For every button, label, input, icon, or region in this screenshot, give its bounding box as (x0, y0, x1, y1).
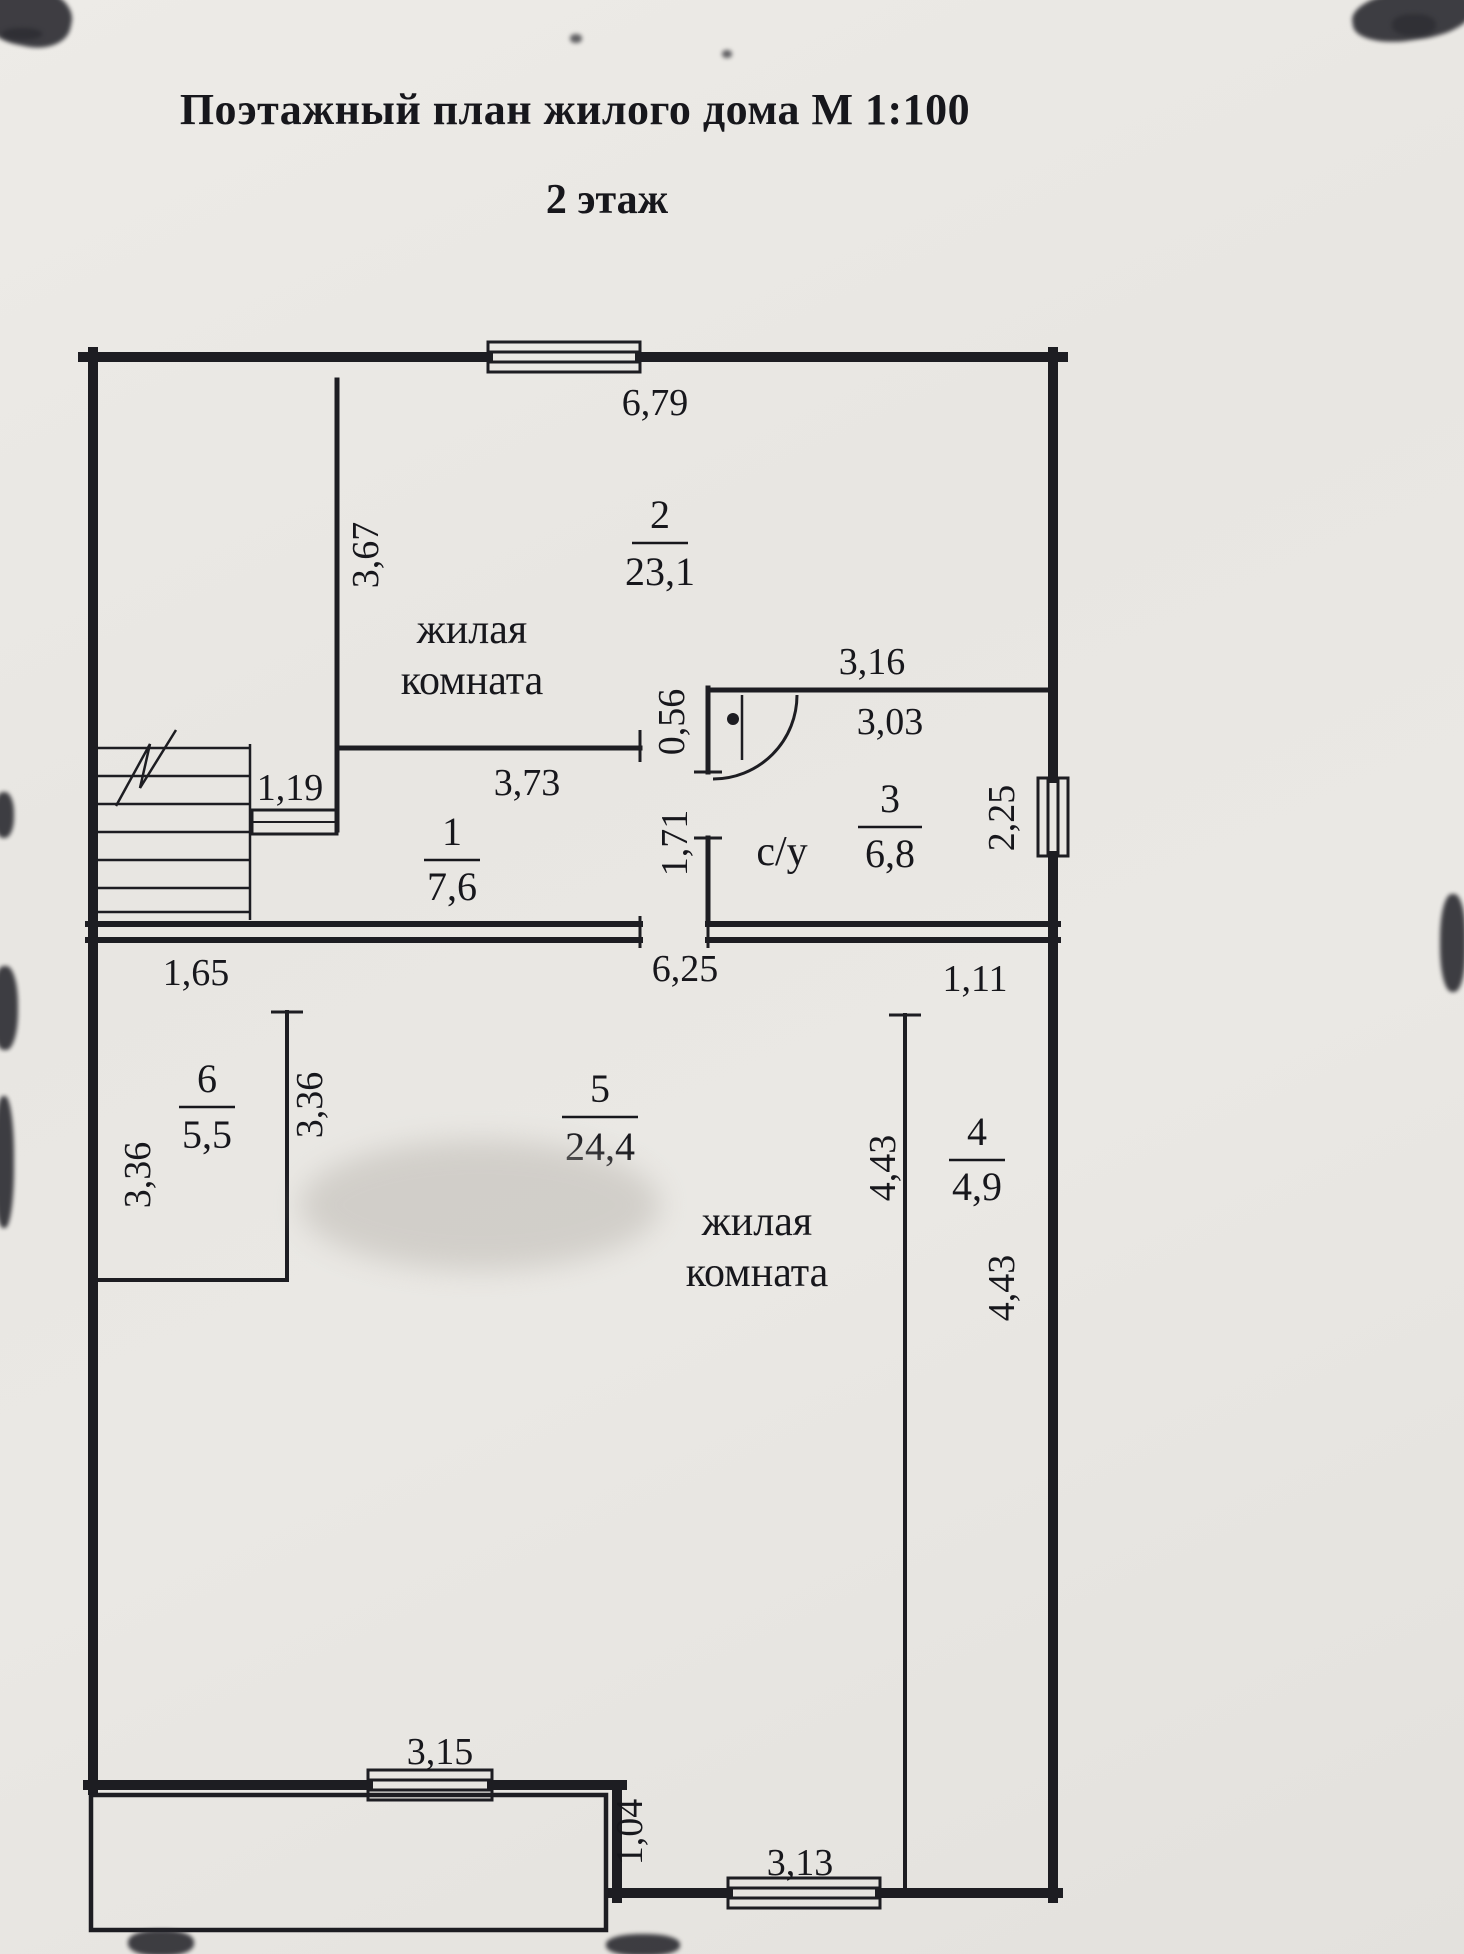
dim-room4-width: 1,11 (942, 958, 1007, 1000)
dim-room2-height: 3,67 (345, 522, 387, 589)
room6-area: 5,5 (182, 1112, 232, 1157)
room2-name-line1: жилая (416, 607, 527, 653)
room3-name: с/у (756, 829, 807, 875)
mid-bearing-wall (85, 921, 1061, 943)
room4-number: 4 (967, 1109, 987, 1154)
window-top (486, 340, 642, 374)
window-bottom-right (726, 1876, 882, 1910)
door-openings (271, 730, 921, 1017)
room5-area: 24,4 (565, 1124, 635, 1169)
scan-artifact (606, 1934, 680, 1954)
room6-number: 6 (197, 1056, 217, 1101)
room1-area: 7,6 (427, 864, 477, 909)
scan-smudge-faint (300, 1140, 660, 1270)
window-bottom-left (366, 1768, 494, 1802)
scan-artifact (1392, 14, 1436, 36)
room3-area: 6,8 (865, 831, 915, 876)
room4-area: 4,9 (952, 1164, 1002, 1209)
scan-artifact (0, 1096, 14, 1228)
dim-bath-height: 2,25 (981, 785, 1023, 852)
dim-top-width: 6,79 (622, 382, 689, 424)
window-right (1036, 776, 1070, 858)
dim-bath-outer: 3,16 (839, 641, 906, 683)
terrace-outline (88, 1792, 609, 1933)
dim-room6-wall: 3,36 (289, 1072, 331, 1139)
room5-name-line1: жилая (701, 1199, 812, 1245)
dim-room4-left: 4,43 (862, 1135, 904, 1202)
room3-number: 3 (880, 776, 900, 821)
scan-artifact (2, 28, 42, 40)
dim-bath-inner: 3,03 (857, 701, 924, 743)
room2-name-line2: комната (401, 658, 544, 704)
scan-artifact (570, 34, 582, 43)
scan-artifact (1440, 894, 1464, 992)
scan-artifact (128, 1930, 194, 1954)
dim-room4-right: 4,43 (981, 1255, 1023, 1322)
dim-window-313: 3,13 (767, 1842, 834, 1884)
page-title: Поэтажный план жилого дома М 1:100 (179, 85, 971, 134)
shower-head-icon (727, 713, 739, 725)
dim-bath-upper: 0,56 (651, 689, 693, 756)
shower-cabin (712, 694, 799, 781)
room5-number: 5 (590, 1066, 610, 1111)
dim-room5-width: 6,25 (652, 948, 719, 990)
staircase (98, 729, 252, 920)
room2-number: 2 (650, 492, 670, 537)
scan-artifact (722, 50, 732, 58)
stair-wall-stub (250, 808, 339, 836)
room5-name-line2: комната (686, 1250, 829, 1296)
dim-room6-width: 1,65 (163, 952, 230, 994)
scan-artifact (0, 792, 14, 838)
scan-artifact (0, 966, 18, 1050)
dim-stairs-width: 1,19 (257, 767, 324, 809)
room2-area: 23,1 (625, 549, 695, 594)
stair-break-line (114, 729, 178, 807)
dim-room1-width: 3,73 (494, 762, 561, 804)
dim-room1-height: 1,71 (654, 810, 696, 877)
outer-walls (78, 347, 1068, 1903)
dim-step-104: 1,04 (609, 1799, 651, 1866)
room-label-underlines (179, 541, 1005, 1162)
dim-window-315: 3,15 (407, 1731, 474, 1773)
floor-label: 2 этаж (545, 177, 669, 223)
dim-room6-height: 3,36 (117, 1142, 159, 1209)
room1-number: 1 (442, 809, 462, 854)
